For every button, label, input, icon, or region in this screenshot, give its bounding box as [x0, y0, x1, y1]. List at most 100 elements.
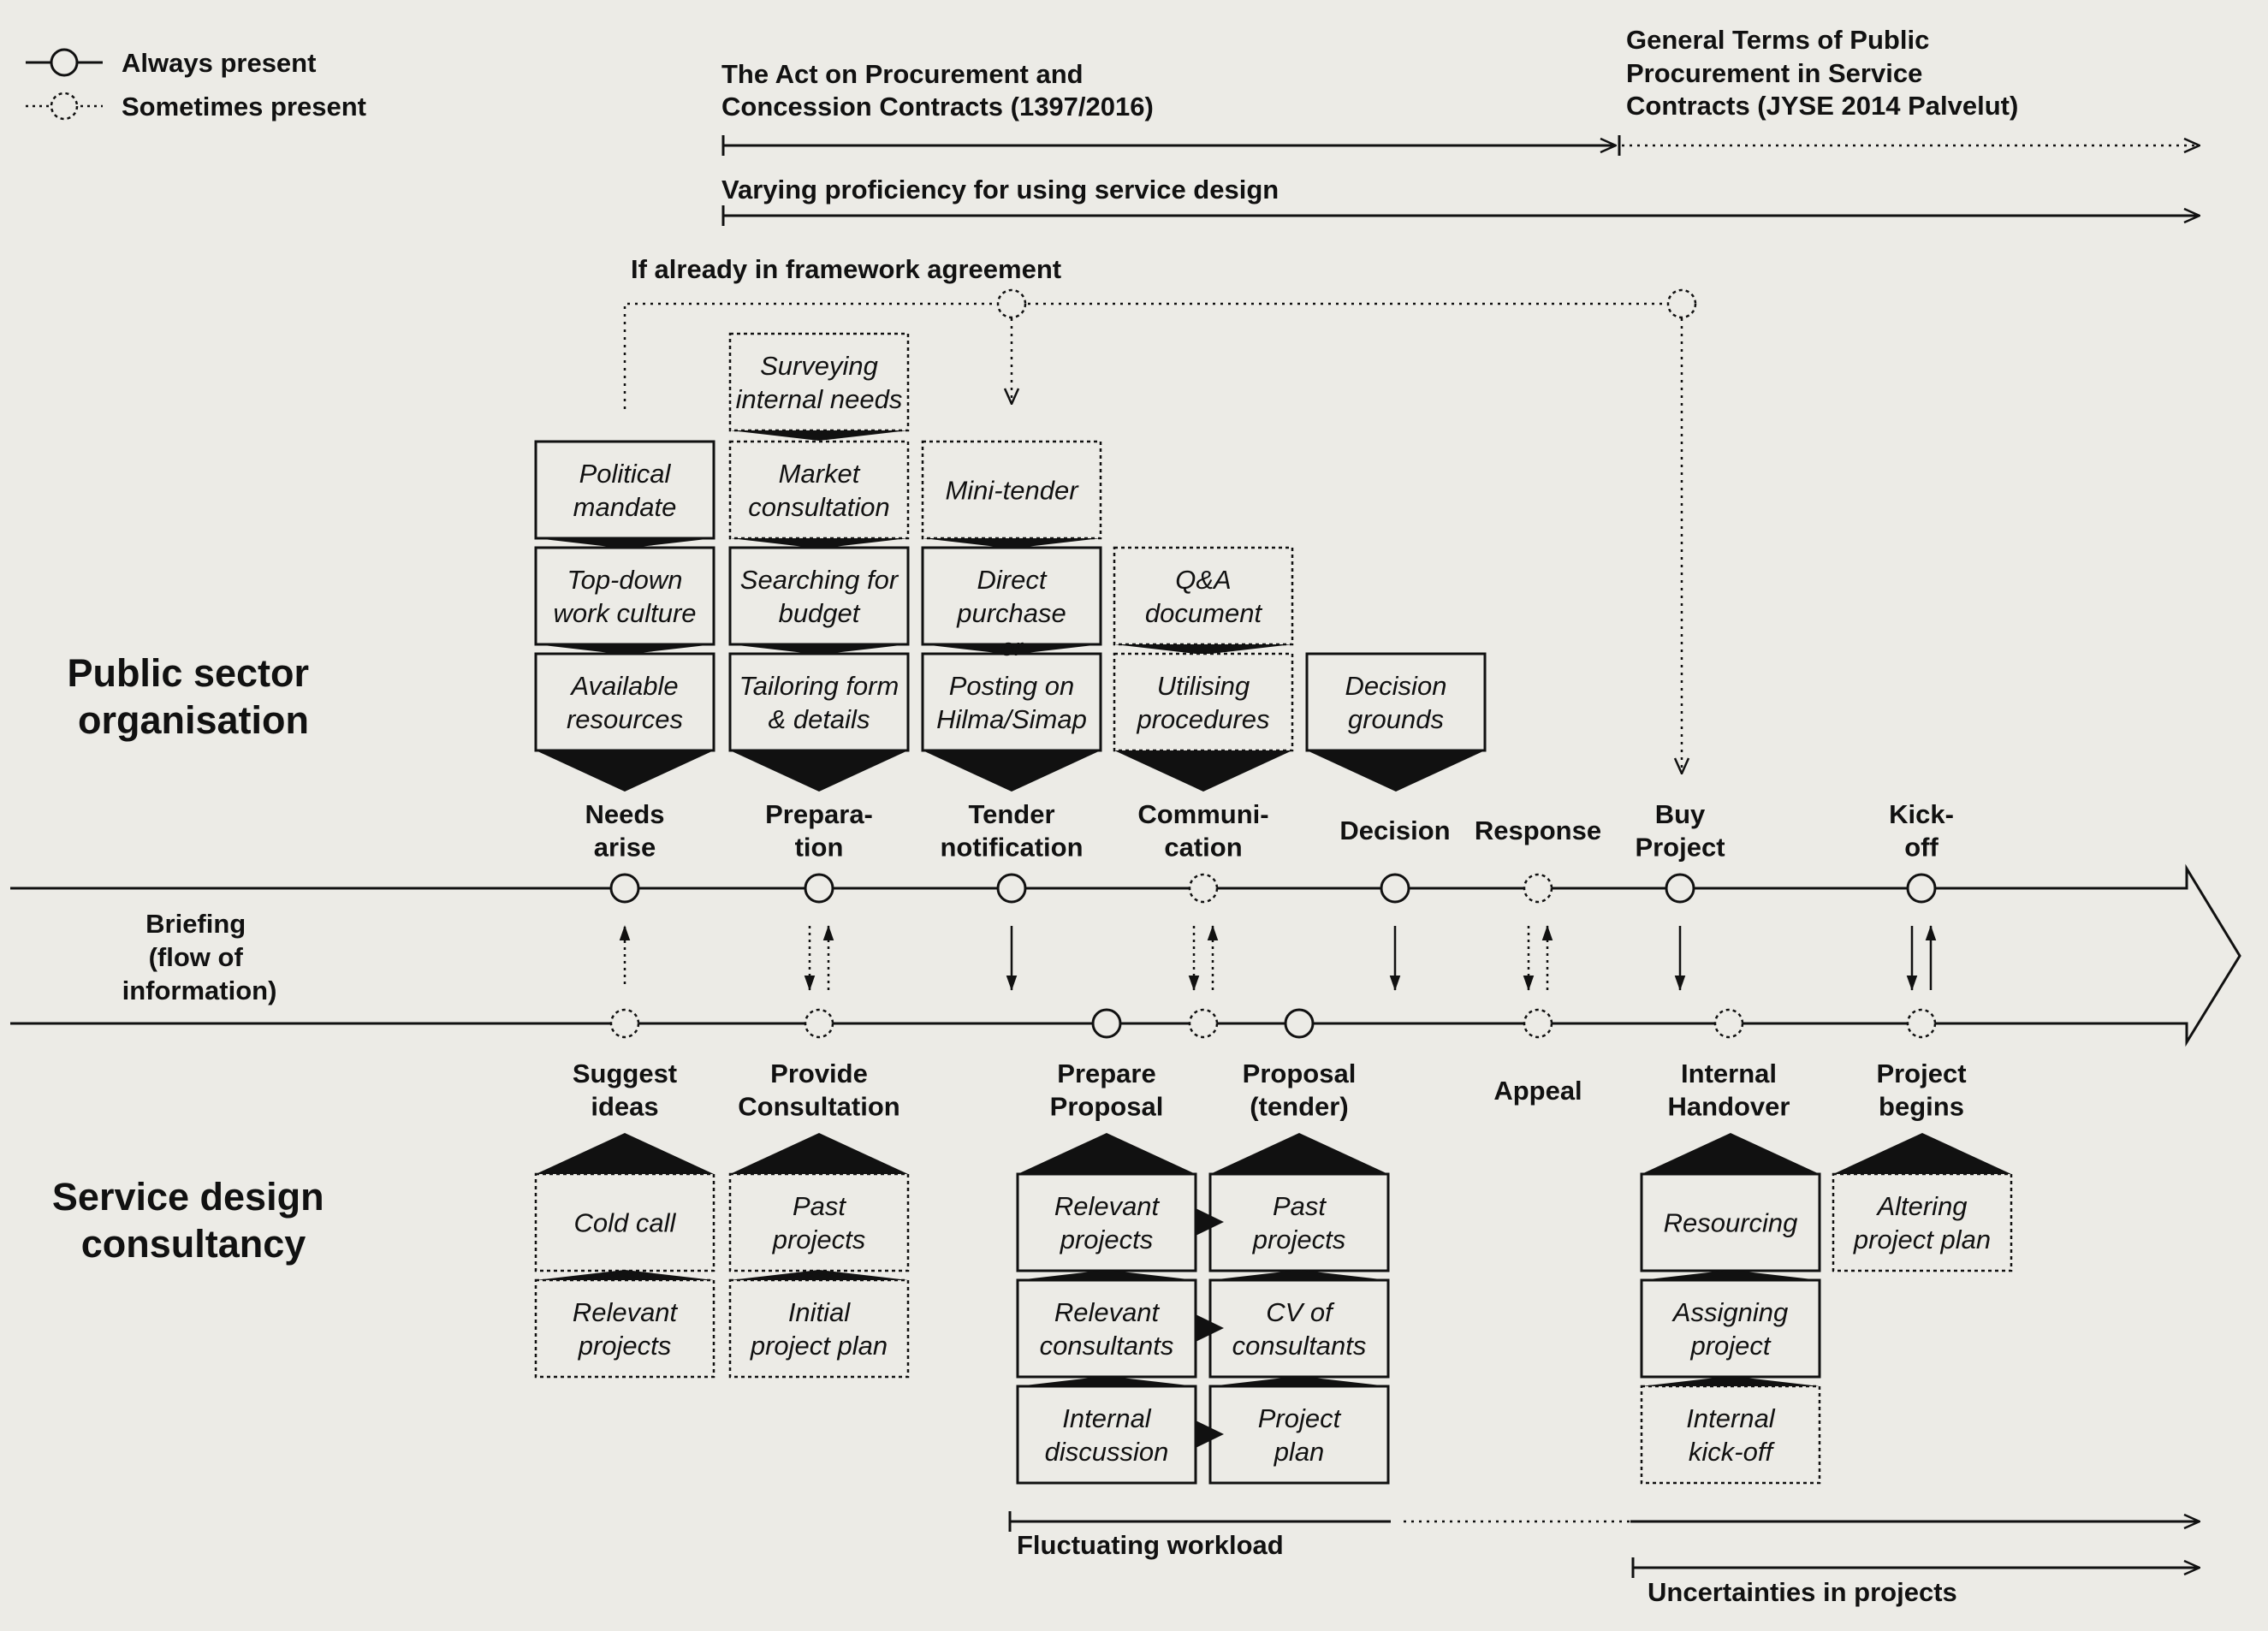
stage-node-tender [996, 873, 1027, 904]
stage-node-comm [1188, 873, 1219, 904]
top-box-prep-3-text: Tailoring form& details [739, 671, 899, 734]
framework-node-buy [1666, 288, 1697, 319]
top-box-tender-0-text: Mini-tender [945, 476, 1079, 506]
general-terms-line2: Procurement in Service [1626, 58, 1922, 88]
sometimes-present-legend-icon [50, 92, 79, 121]
separator-tender-0 [923, 538, 1101, 549]
framework-connector [623, 302, 1682, 774]
proficiency-label: Varying proficiency for using service de… [721, 175, 1279, 205]
bottom-separator-prepare-1 [1018, 1270, 1196, 1280]
stage-label-comm: Communi-cation [1137, 799, 1268, 863]
stage-node-response [1523, 873, 1553, 904]
bottom-node-suggest [609, 1008, 640, 1039]
bottom-separator-handover-1 [1642, 1270, 1820, 1280]
bottom-stage-label-proposal: Proposal(tender) [1243, 1059, 1357, 1122]
separator-needs-1 [536, 644, 714, 655]
bottom-separator-proposal-1 [1210, 1270, 1388, 1280]
bottom-separator-suggest-1 [536, 1270, 714, 1280]
stage-label-kickoff: Kick-off [1889, 799, 1954, 863]
bottom-node-begins [1906, 1008, 1937, 1039]
stage-label-prep: Prepara-tion [765, 799, 873, 863]
act-title-line2: Concession Contracts (1397/2016) [721, 92, 1154, 122]
bottom-box-handover-0-text: Resourcing [1664, 1208, 1798, 1238]
briefing-label: Briefing (flow of information) [122, 909, 277, 1005]
legend: Always present Sometimes present [26, 48, 366, 122]
separator-prep-0 [730, 430, 908, 441]
stage-node-buy [1665, 873, 1695, 904]
bottom-chevron-suggest [536, 1133, 714, 1174]
or-label: or [1000, 634, 1024, 661]
always-present-legend-icon [50, 48, 79, 77]
chevron-prep [730, 750, 908, 792]
handoff-arrow-0 [1196, 1208, 1224, 1236]
framework-label: If already in framework agreement [631, 254, 1061, 284]
chevron-needs [536, 750, 714, 792]
bottom-chevron-proposal [1210, 1133, 1388, 1174]
bottom-node-prepare [1091, 1008, 1122, 1039]
separator-needs-0 [536, 538, 714, 549]
separator-prep-1 [730, 538, 908, 549]
bottom-separator-prepare-2 [1018, 1376, 1196, 1386]
bottom-node-middle [1188, 1008, 1219, 1039]
bottom-node-proposal [1284, 1008, 1315, 1039]
chevron-tender [923, 750, 1101, 792]
bottom-separator-consult-1 [730, 1270, 908, 1280]
legend-always-label: Always present [122, 48, 316, 78]
framework-node-tender [996, 288, 1027, 319]
bottom-box-suggest-0-text: Cold call [574, 1208, 677, 1238]
public-sector-lane-label: Public sector organisation [67, 651, 319, 742]
chevron-comm [1114, 750, 1292, 792]
bottom-chevron-prepare [1018, 1133, 1196, 1174]
bottom-node-consult [804, 1008, 834, 1039]
stage-label-response: Response [1475, 816, 1601, 845]
chevron-decision [1307, 750, 1485, 792]
bottom-box-suggest-0: Cold call [534, 1172, 715, 1272]
handoff-arrow-2 [1196, 1420, 1224, 1448]
act-title-line1: The Act on Procurement and [721, 59, 1084, 89]
top-box-tender-0: Mini-tender [921, 440, 1102, 540]
workload-label: Fluctuating workload [1017, 1530, 1284, 1560]
separator-comm-0 [1114, 644, 1292, 655]
timeline-arrow [10, 863, 2241, 1047]
stage-node-decision [1380, 873, 1410, 904]
general-terms-line3: Contracts (JYSE 2014 Palvelut) [1626, 91, 2018, 121]
